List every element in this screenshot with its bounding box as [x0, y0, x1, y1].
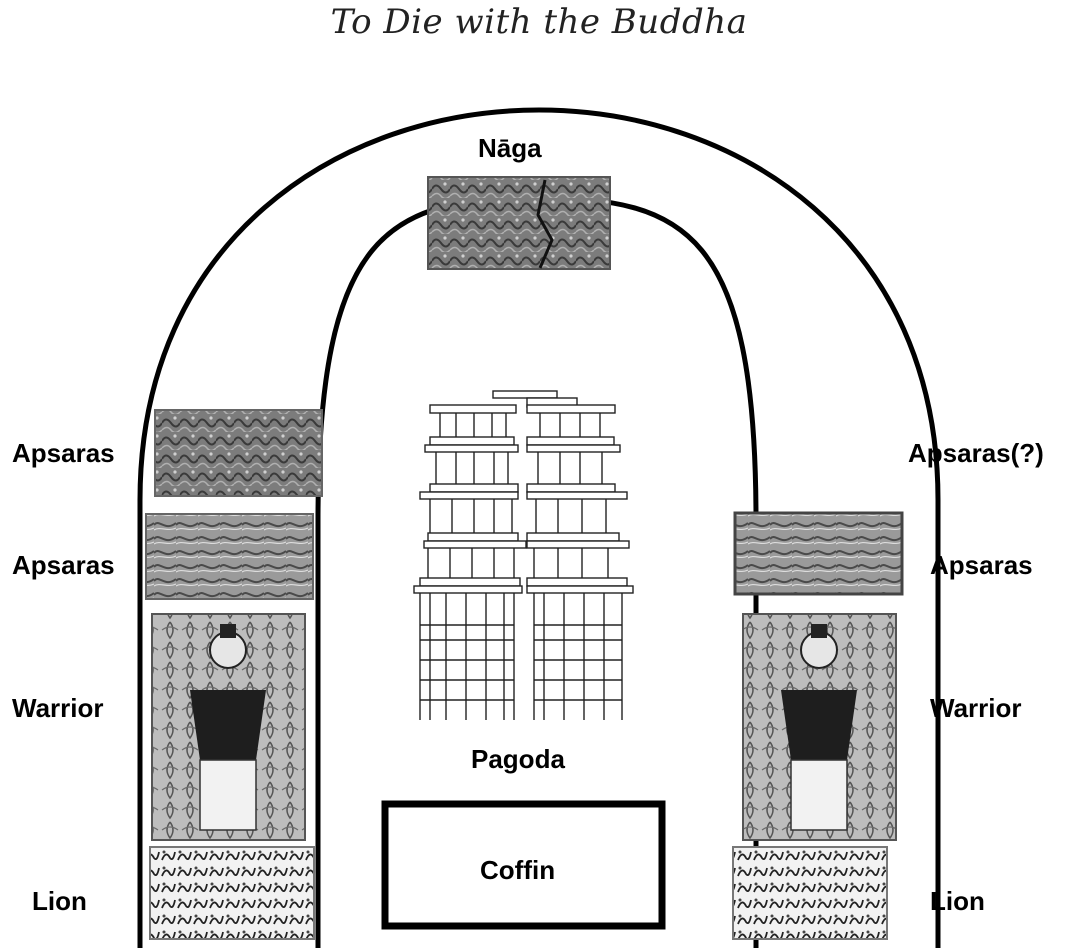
warrior-right-panel — [742, 613, 897, 841]
apsaras-right-panel — [733, 511, 904, 596]
apsaras-right-lower-label: Apsaras — [930, 550, 1033, 580]
outer-arch — [137, 107, 941, 948]
warrior-left-panel — [151, 613, 306, 841]
warrior-left-label: Warrior — [12, 693, 104, 723]
naga-label: Nāga — [478, 133, 542, 163]
pagoda-label: Pagoda — [471, 744, 565, 774]
pagoda-drawing — [413, 390, 634, 720]
apsaras-left-upper-label: Apsaras — [12, 438, 115, 468]
warrior-right-label: Warrior — [930, 693, 1022, 723]
page-title: To Die with the Buddha — [330, 2, 748, 42]
lion-left-label: Lion — [32, 886, 87, 916]
apsaras-left-upper-panel — [154, 409, 323, 497]
coffin-label: Coffin — [480, 855, 556, 885]
lion-right-label: Lion — [930, 886, 985, 916]
apsaras-right-upper-label: Apsaras(?) — [908, 438, 1044, 468]
apsaras-left-lower-label: Apsaras — [12, 550, 115, 580]
lion-right-panel — [732, 846, 888, 940]
naga-relief-panel — [427, 176, 611, 270]
apsaras-left-lower-panel — [145, 513, 314, 600]
lion-left-panel — [149, 846, 315, 940]
coffin-box — [381, 800, 666, 930]
